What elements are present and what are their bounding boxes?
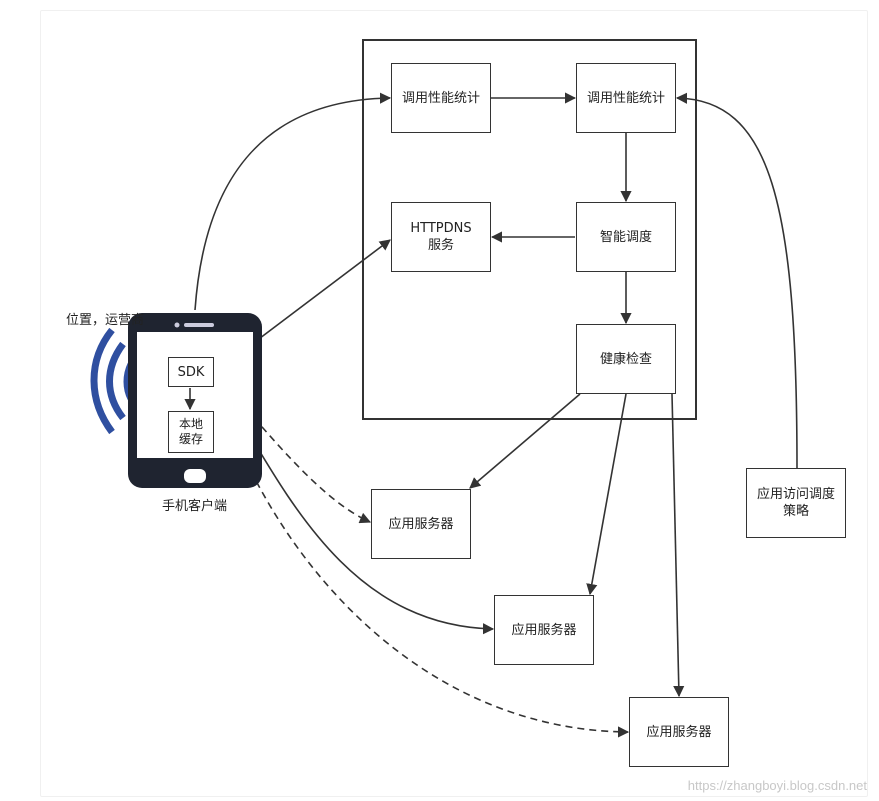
node-stats-2: 调用性能统计 bbox=[576, 63, 676, 133]
node-smart-dispatch: 智能调度 bbox=[576, 202, 676, 272]
edge-policy-stats2 bbox=[675, 92, 798, 469]
edge-health-app1 bbox=[469, 393, 581, 489]
watermark: https://zhangboyi.blog.csdn.net bbox=[687, 778, 867, 793]
node-app-server-1: 应用服务器 bbox=[371, 489, 471, 559]
mobile-client-label: 手机客户端 bbox=[162, 499, 228, 514]
server-cluster-frame bbox=[362, 39, 697, 420]
node-stats-1: 调用性能统计 bbox=[391, 63, 491, 133]
location-carrier-label: 位置，运营商 bbox=[66, 313, 145, 328]
edge-health-app3 bbox=[671, 393, 685, 698]
node-app-server-3: 应用服务器 bbox=[629, 697, 729, 767]
node-httpdns: HTTPDNS 服务 bbox=[391, 202, 491, 272]
edge-sdk-stats1 bbox=[194, 92, 392, 311]
node-local-cache: 本地 缓存 bbox=[168, 411, 214, 453]
edge-sdk-app3 bbox=[214, 381, 630, 738]
node-health-check: 健康检查 bbox=[576, 324, 676, 394]
node-access-policy: 应用访问调度 策略 bbox=[746, 468, 846, 538]
node-app-server-2: 应用服务器 bbox=[494, 595, 594, 665]
edge-health-app2 bbox=[586, 393, 627, 596]
node-sdk: SDK bbox=[168, 357, 214, 387]
